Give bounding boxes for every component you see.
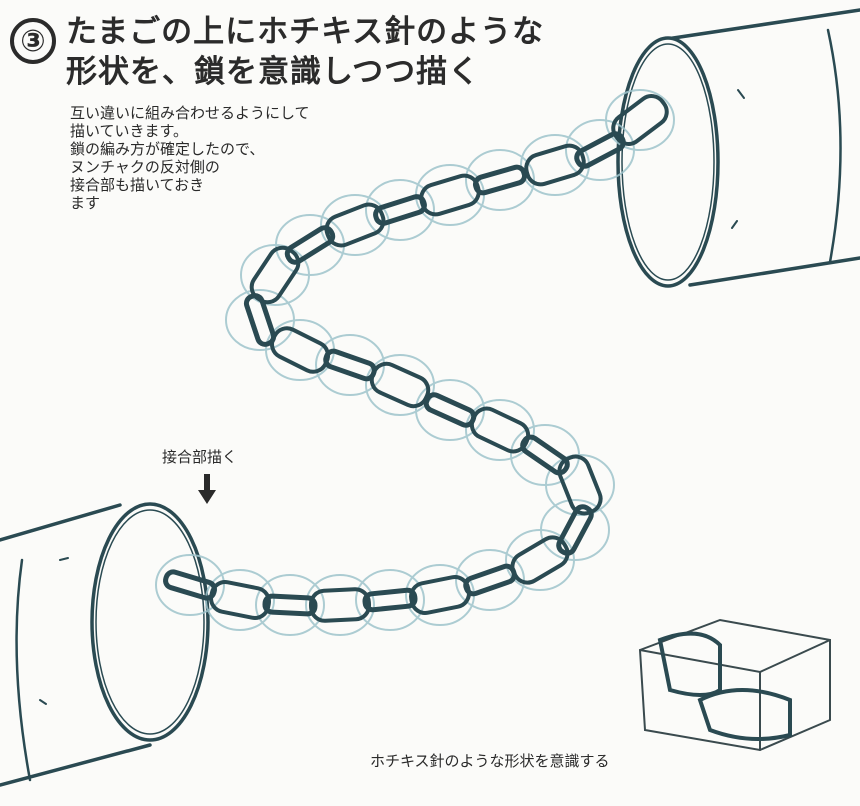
guide-circle	[155, 554, 225, 616]
description-line: 接合部も描いておき	[70, 176, 205, 194]
chain-link	[323, 348, 377, 382]
guide-circle	[510, 424, 580, 486]
page-title: たまごの上にホチキス針のような 形状を、鎖を意識しつつ描く	[66, 12, 606, 92]
description-line: 描いていきます。	[70, 122, 189, 140]
guide-circle	[255, 574, 325, 636]
joint-label: 接合部描く	[162, 448, 238, 466]
chain-link	[520, 434, 570, 476]
title-line: たまごの上にホチキス針のような	[66, 14, 545, 50]
arrow-down-icon	[198, 474, 216, 504]
guide-circle	[365, 179, 435, 241]
guide-circle	[365, 354, 435, 416]
chain-link	[472, 164, 528, 196]
chain-link	[463, 563, 517, 597]
guide-circle	[355, 569, 425, 631]
chain-link	[409, 575, 471, 615]
chain-link	[419, 173, 481, 217]
guide-circle	[505, 529, 575, 591]
staple-box-diagram	[638, 618, 831, 752]
chain-link	[324, 202, 386, 248]
guide-circle	[455, 549, 525, 611]
description-line: ヌンチャクの反対側の	[70, 158, 220, 176]
guide-circle	[415, 164, 485, 226]
guide-circle	[320, 194, 390, 256]
guide-circle	[465, 399, 535, 461]
chain-link	[510, 535, 570, 585]
description-text: 互い違いに組み合わせるようにして 描いていきます。 鎖の編み方が確定したので、 …	[70, 104, 390, 212]
chain-link	[209, 580, 271, 620]
chain-link	[423, 392, 477, 428]
staple-shape-label: ホチキス針のような形状を意識する	[370, 752, 610, 770]
chain-link	[574, 131, 626, 169]
chain-link	[362, 587, 418, 613]
chain-link	[611, 94, 669, 146]
guide-circle	[465, 149, 535, 211]
description-line: ます	[70, 194, 101, 212]
guide-circle	[265, 319, 335, 381]
chain-link	[243, 293, 277, 347]
guide-circle	[565, 119, 635, 181]
step-number-badge: ③	[10, 18, 56, 64]
guide-circle	[545, 454, 615, 516]
chain-link	[284, 225, 336, 265]
chain-link	[524, 143, 586, 187]
chain-link	[163, 569, 217, 601]
chain-links	[163, 94, 669, 623]
description-line: 互い違いに組み合わせるようにして	[70, 104, 310, 122]
chain-link	[308, 587, 372, 623]
chain-link	[373, 194, 427, 226]
chain-link	[262, 593, 318, 617]
chain-link	[270, 326, 330, 374]
description-line: 鎖の編み方が確定したので、	[70, 140, 265, 158]
nunchaku-handle-bottom	[0, 502, 210, 787]
chain-link	[369, 361, 431, 409]
guide-circle	[240, 244, 310, 306]
guide-circle	[305, 574, 375, 636]
chain-link	[556, 504, 594, 556]
title-line: 形状を、鎖を意識しつつ描く	[66, 54, 481, 90]
